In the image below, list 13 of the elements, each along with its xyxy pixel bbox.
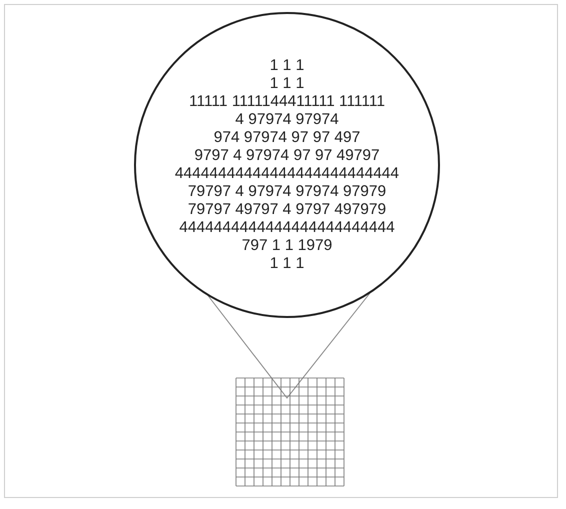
digit-row-text: 797 1 1 1979 xyxy=(240,237,334,255)
digit-row-text: 1 1 1 xyxy=(268,57,306,75)
digit-row-text: 974 97974 97 97 497 xyxy=(212,129,362,147)
digit-row-text: 9797 4 97974 97 97 49797 xyxy=(193,147,381,165)
digit-row-text: 44444444444444444444444444 xyxy=(174,165,400,183)
digit-row-text: 1 1 1 xyxy=(268,255,306,273)
digit-row-text: 1 1 1 xyxy=(268,75,306,93)
digit-row-text: 79797 4 97974 97974 97979 xyxy=(186,183,388,201)
digit-row-text: 79797 49797 4 9797 497979 xyxy=(186,201,388,219)
digit-row-text: 4444444444444444444444444 xyxy=(178,219,396,237)
digit-row-text: 4 97974 97974 xyxy=(234,111,340,129)
magnifier-circle xyxy=(134,12,440,318)
digit-row-text: 11111 1111144411111 111111 xyxy=(188,93,386,111)
